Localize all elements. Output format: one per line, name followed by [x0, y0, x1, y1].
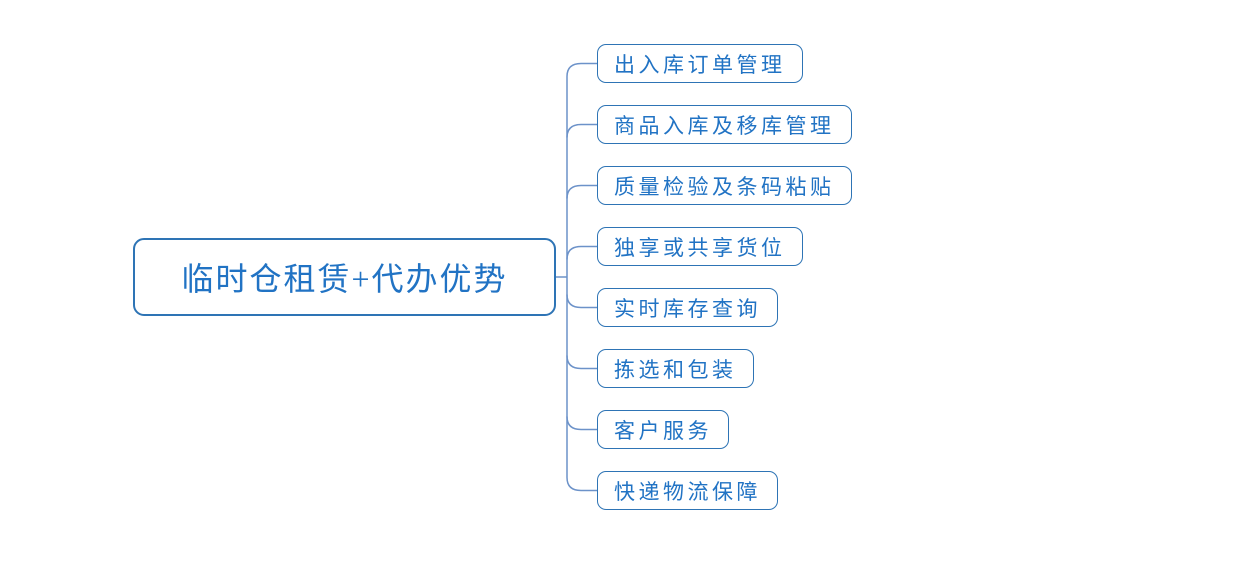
- connector-path: [566, 294, 597, 309]
- branch-node[interactable]: 商品入库及移库管理: [597, 105, 852, 144]
- branch-node[interactable]: 质量检验及条码粘贴: [597, 166, 852, 205]
- branch-node-label: 拣选和包装: [614, 357, 737, 382]
- branch-node-label: 实时库存查询: [614, 296, 761, 321]
- branch-node[interactable]: 独享或共享货位: [597, 227, 803, 266]
- branch-node-label: 质量检验及条码粘贴: [614, 174, 835, 199]
- connector-path: [566, 477, 597, 492]
- connector-path: [566, 355, 597, 370]
- branch-node[interactable]: 出入库订单管理: [597, 44, 803, 83]
- root-node[interactable]: 临时仓租赁+代办优势: [133, 238, 556, 316]
- root-node-label: 临时仓租赁+代办优势: [181, 261, 508, 297]
- connector-path: [566, 123, 597, 138]
- branch-node-label: 商品入库及移库管理: [614, 113, 835, 138]
- connector-path: [566, 416, 597, 431]
- connector-path: [566, 62, 597, 77]
- branch-node[interactable]: 实时库存查询: [597, 288, 778, 327]
- branch-node-label: 独享或共享货位: [614, 235, 786, 260]
- branch-node-label: 快递物流保障: [614, 479, 761, 504]
- branch-node[interactable]: 拣选和包装: [597, 349, 754, 388]
- branch-node[interactable]: 客户服务: [597, 410, 729, 449]
- connector-path: [566, 245, 597, 260]
- branch-node-label: 客户服务: [614, 418, 712, 443]
- connector-path: [566, 184, 597, 199]
- branch-node-label: 出入库订单管理: [614, 52, 786, 77]
- branch-node[interactable]: 快递物流保障: [597, 471, 778, 510]
